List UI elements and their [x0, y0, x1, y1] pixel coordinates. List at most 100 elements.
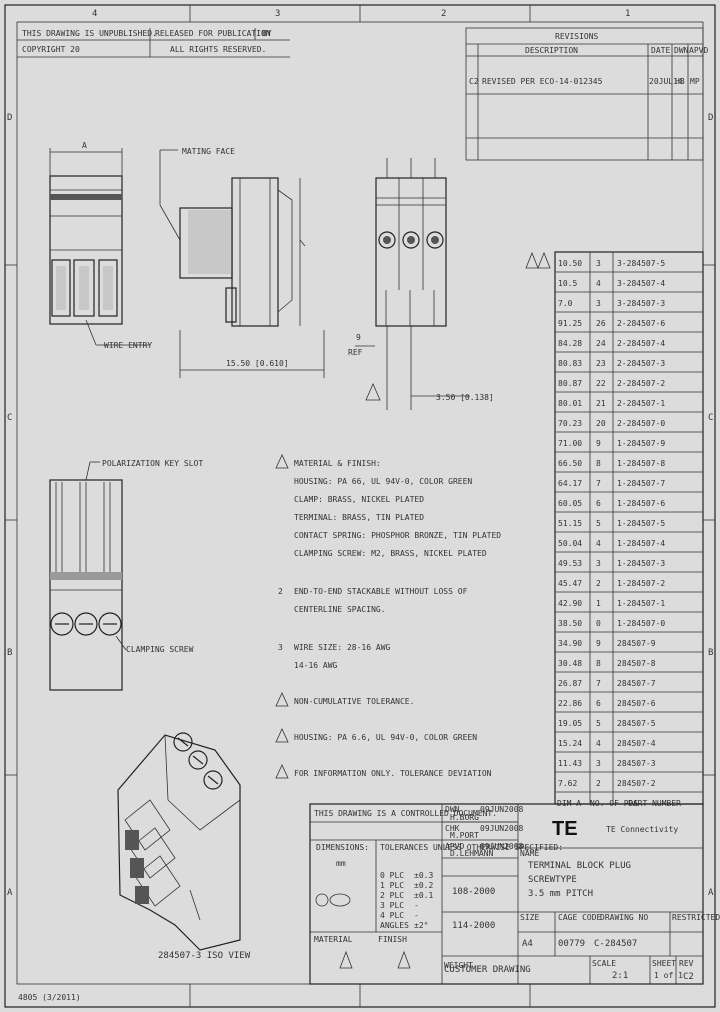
part-table-dim-a: 10.5 — [558, 279, 577, 288]
zone-top-4: 4 — [92, 9, 97, 19]
side-view: MATING FACE 15.50 [0.610] — [159, 147, 325, 378]
zone-side-b: B — [7, 648, 12, 658]
part-table-dim-a: 7.62 — [558, 779, 577, 788]
dim-9: 9 — [356, 333, 361, 342]
part-table-positions: 7 — [596, 679, 601, 688]
tb-rev-val: C2 — [683, 972, 694, 982]
part-table-dim-a: 91.25 — [558, 319, 582, 328]
dim-a-label: A — [82, 141, 87, 150]
tb-finish-label: FINISH — [378, 935, 407, 944]
note2-line2: CENTERLINE SPACING. — [294, 605, 386, 614]
part-table-positions: 3 — [596, 759, 601, 768]
header-copyright: COPYRIGHT 20 — [22, 45, 80, 54]
note2-line1: END-TO-END STACKABLE WITHOUT LOSS OF — [294, 587, 468, 596]
note1-line1: HOUSING: PA 66, UL 94V-0, COLOR GREEN — [294, 477, 472, 486]
tb-tol-1: 1 PLC — [380, 881, 404, 890]
tb-sheet-val: 1 of 1 — [654, 971, 683, 980]
note1-line5: CLAMPING SCREW: M2, BRASS, NICKEL PLATED — [294, 549, 487, 558]
part-table-dim-a: 80.83 — [558, 359, 582, 368]
part-table-part-number: 2-284507-3 — [617, 359, 665, 368]
part-table-positions: 1 — [596, 599, 601, 608]
tb-size-val: A4 — [522, 939, 533, 949]
tb-tol-v3: - — [414, 901, 419, 910]
part-table-part-number: 2-284507-2 — [617, 379, 665, 388]
part-table-positions: 4 — [596, 539, 601, 548]
tb-size-label: SIZE — [520, 913, 539, 922]
part-table-part-number: 1-284507-7 — [617, 479, 665, 488]
tb-weight-label: WEIGHT — [444, 961, 473, 970]
tb-tol-4: 4 PLC — [380, 911, 404, 920]
revisions-row-desc: REVISED PER ECO-14-012345 — [482, 77, 603, 86]
part-table-positions: 2 — [596, 579, 601, 588]
note1-line3: TERMINAL: BRASS, TIN PLATED — [294, 513, 424, 522]
part-table-part-number: 284507-4 — [617, 739, 656, 748]
part-table-part-number: 1-284507-3 — [617, 559, 665, 568]
zone-side-a: A — [7, 888, 13, 898]
part-table-positions: 20 — [596, 419, 606, 428]
tb-tol-v2: ±0.1 — [414, 891, 433, 900]
part-table-dim-a: 42.90 — [558, 599, 582, 608]
part-table-positions: 9 — [596, 439, 601, 448]
note3-line2: 14-16 AWG — [294, 661, 338, 670]
revisions-col-apvd: APVD — [689, 46, 708, 55]
part-table-dim-a: 22.86 — [558, 699, 582, 708]
revisions-col-date: DATE — [651, 46, 670, 55]
header-unpublished: THIS DRAWING IS UNPUBLISHED. — [22, 29, 157, 38]
part-table-dim-a: 15.24 — [558, 739, 582, 748]
part-table-dim-a: 64.17 — [558, 479, 582, 488]
part-table-positions: 2 — [596, 779, 601, 788]
tb-dwn-label: DWN — [445, 805, 460, 814]
part-table-part-number: 3-284507-5 — [617, 259, 665, 268]
note2-number: 2 — [278, 587, 283, 596]
part-table-positions: 8 — [596, 659, 601, 668]
part-table-part-number: 284507-8 — [617, 659, 656, 668]
zone-side-d: D — [7, 113, 12, 123]
tb-sheet-label: SHEET — [652, 959, 676, 968]
dim-ref: REF — [348, 348, 363, 357]
part-table-part-number: 1-284507-1 — [617, 599, 665, 608]
zone-side-b-right: B — [708, 648, 713, 658]
tb-dimensions-label: DIMENSIONS: — [316, 843, 369, 852]
tb-dimensions-unit: mm — [336, 859, 346, 868]
revisions-col-dwn: DWN — [674, 46, 689, 55]
tb-title-line2: SCREWTYPE — [528, 875, 577, 885]
top-view: 9 REF 3.50 [0.138] — [348, 158, 494, 410]
part-table-positions: 3 — [596, 559, 601, 568]
part-table-part-number: 3-284507-4 — [617, 279, 665, 288]
note1-line2: CLAMP: BRASS, NICKEL PLATED — [294, 495, 424, 504]
tb-tol-va: ±2° — [414, 921, 428, 930]
callout-clamping-screw: CLAMPING SCREW — [126, 645, 194, 654]
tb-appr-label: APVD — [445, 842, 464, 851]
header-rights: ALL RIGHTS RESERVED. — [170, 45, 266, 54]
part-table-dim-a: 38.50 — [558, 619, 582, 628]
part-table-part-number: 1-284507-4 — [617, 539, 665, 548]
dim-pitch: 3.50 [0.138] — [436, 393, 494, 402]
tb-chk-label: CHK — [445, 824, 460, 833]
callout-mating-face: MATING FACE — [182, 147, 235, 156]
part-table-part-number: 1-284507-9 — [617, 439, 665, 448]
callout-wire-entry: WIRE ENTRY — [104, 341, 152, 350]
part-table-positions: 3 — [596, 259, 601, 268]
part-table-positions: 9 — [596, 639, 601, 648]
part-table-positions: 26 — [596, 319, 606, 328]
tb-prod-spec: 108-2000 — [452, 887, 495, 897]
part-table-positions: 4 — [596, 739, 601, 748]
note4: NON-CUMULATIVE TOLERANCE. — [294, 697, 414, 706]
tb-tol-3: 3 PLC — [380, 901, 404, 910]
tb-tol-0: 0 PLC — [380, 871, 404, 880]
part-table-positions: 6 — [596, 699, 601, 708]
revisions-title: REVISIONS — [555, 32, 599, 41]
zone-side-c-right: C — [708, 413, 713, 423]
tb-chk-name: M.PORT — [450, 831, 479, 840]
zone-top-2: 2 — [441, 9, 446, 19]
tb-tol-angles: ANGLES — [380, 921, 409, 930]
part-table-part-number: 284507-2 — [617, 779, 656, 788]
te-logo: TE — [552, 818, 578, 840]
part-table-part-number: 2-284507-1 — [617, 399, 665, 408]
tb-tol-2: 2 PLC — [380, 891, 404, 900]
tb-cage-label: CAGE CODE — [558, 913, 602, 922]
part-table-dim-a: 80.01 — [558, 399, 582, 408]
footer-form-code: 4805 (3/2011) — [18, 993, 81, 1002]
part-table-dim-a: 66.50 — [558, 459, 582, 468]
